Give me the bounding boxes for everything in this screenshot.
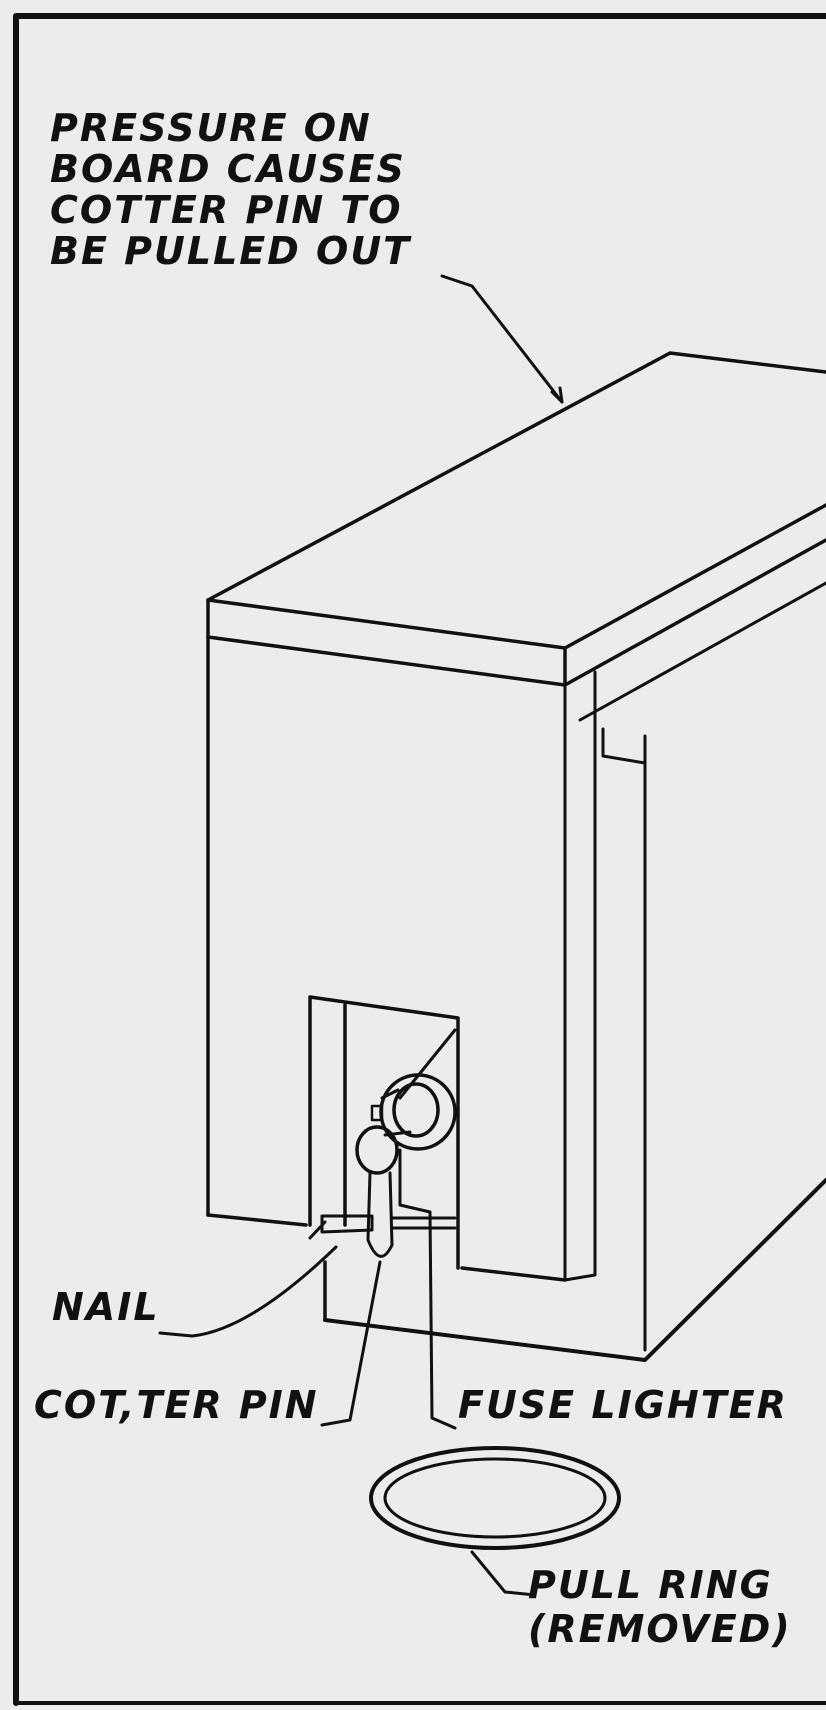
pressure-board-front — [208, 600, 565, 685]
box-bottom-edge — [325, 1180, 826, 1360]
box-side-ledge — [603, 729, 645, 763]
pressure-board-side — [565, 505, 826, 685]
label-pressure-line-3: COTTER PIN TO — [50, 190, 411, 231]
label-nail: NAIL — [52, 1287, 160, 1328]
pull-ring-outer — [371, 1448, 619, 1548]
cotter-pin-head — [357, 1127, 397, 1173]
label-pull-ring-line-2: (REMOVED) — [528, 1609, 792, 1653]
leader-fuse — [430, 1212, 455, 1428]
box-front-bottom — [208, 1215, 565, 1280]
label-pressure-line-4: BE PULLED OUT — [50, 231, 411, 272]
leader-pressure — [442, 276, 562, 402]
label-pull-ring-line-1: PULL RING — [528, 1565, 792, 1609]
pull-ring-inner — [385, 1459, 605, 1537]
fuse-lighter-inner — [394, 1084, 438, 1136]
pressure-board-top — [208, 353, 826, 600]
fuse-lighter-stem — [400, 1150, 430, 1212]
leader-ring — [472, 1552, 535, 1595]
box-inner-edge — [565, 672, 595, 1280]
label-pull-ring: PULL RING (REMOVED) — [528, 1565, 792, 1653]
cotter-pin-bar — [392, 1218, 455, 1228]
leader-nail — [160, 1247, 336, 1336]
pressure-board-chamfer — [580, 583, 826, 720]
label-fuse-lighter: FUSE LIGHTER — [458, 1385, 788, 1426]
label-pressure-line-1: PRESSURE ON — [50, 108, 411, 149]
label-cotter-pin: COT,TER PIN — [34, 1385, 319, 1426]
label-pressure-note: PRESSURE ON BOARD CAUSES COTTER PIN TO B… — [50, 108, 411, 272]
nail — [322, 1216, 372, 1232]
leader-cotter — [322, 1262, 380, 1425]
label-pressure-line-2: BOARD CAUSES — [50, 149, 411, 190]
